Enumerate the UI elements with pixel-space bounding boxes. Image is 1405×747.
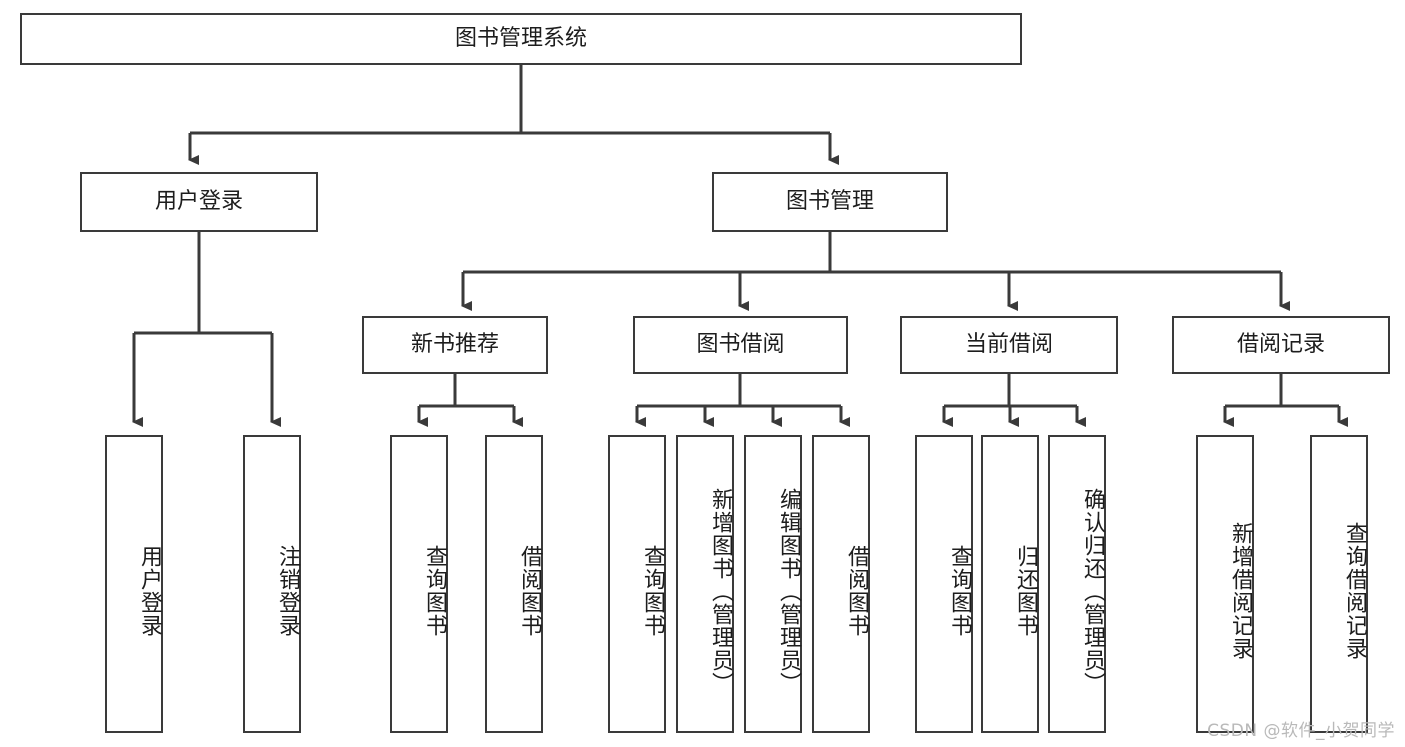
node-user-login[interactable]: 用户登录 bbox=[80, 172, 318, 232]
node-label: 当前借阅 bbox=[964, 331, 1053, 357]
node-root-system[interactable]: 图书管理系统 bbox=[20, 13, 1022, 65]
node-label: 查询图书 bbox=[422, 545, 447, 637]
node-label: 查询图书 bbox=[947, 545, 972, 637]
node-label: 借阅图书 bbox=[517, 545, 542, 637]
leaf-current-query-book[interactable]: 查询图书 bbox=[915, 435, 973, 733]
node-book-borrow[interactable]: 图书借阅 bbox=[633, 316, 848, 374]
leaf-borrow-query-book[interactable]: 查询图书 bbox=[608, 435, 666, 733]
node-label: 注销登录 bbox=[275, 545, 300, 637]
node-label: 查询图书 bbox=[640, 545, 665, 637]
leaf-user-login-login[interactable]: 用户登录 bbox=[105, 435, 163, 733]
node-label: 新增图书（管理员） bbox=[708, 487, 733, 695]
node-label: 图书管理系统 bbox=[454, 25, 587, 51]
node-label: 归还图书 bbox=[1013, 545, 1038, 637]
leaf-current-return-book[interactable]: 归还图书 bbox=[981, 435, 1039, 733]
node-label: 新书推荐 bbox=[410, 331, 499, 357]
node-label: 确认归还（管理员） bbox=[1080, 487, 1105, 695]
leaf-borrow-borrow-book[interactable]: 借阅图书 bbox=[812, 435, 870, 733]
node-label: 借阅记录 bbox=[1236, 331, 1325, 357]
node-book-management[interactable]: 图书管理 bbox=[712, 172, 948, 232]
leaf-new-book-borrow[interactable]: 借阅图书 bbox=[485, 435, 543, 733]
node-current-borrow[interactable]: 当前借阅 bbox=[900, 316, 1118, 374]
leaf-record-add[interactable]: 新增借阅记录 bbox=[1196, 435, 1254, 733]
node-borrow-record[interactable]: 借阅记录 bbox=[1172, 316, 1390, 374]
node-label: 用户登录 bbox=[137, 545, 162, 637]
watermark: CSDN @软件_小贺同学 bbox=[1207, 721, 1395, 741]
leaf-new-book-query[interactable]: 查询图书 bbox=[390, 435, 448, 733]
node-label: 用户登录 bbox=[154, 188, 243, 214]
node-label: 图书管理 bbox=[785, 188, 874, 214]
leaf-borrow-add-book[interactable]: 新增图书（管理员） bbox=[676, 435, 734, 733]
leaf-user-login-logout[interactable]: 注销登录 bbox=[243, 435, 301, 733]
node-label: 查询借阅记录 bbox=[1342, 522, 1367, 660]
node-label: 新增借阅记录 bbox=[1228, 522, 1253, 660]
leaf-current-confirm-return[interactable]: 确认归还（管理员） bbox=[1048, 435, 1106, 733]
node-new-book-recommend[interactable]: 新书推荐 bbox=[362, 316, 548, 374]
node-label: 图书借阅 bbox=[696, 331, 785, 357]
node-label: 编辑图书（管理员） bbox=[776, 487, 801, 695]
leaf-borrow-edit-book[interactable]: 编辑图书（管理员） bbox=[744, 435, 802, 733]
leaf-record-query[interactable]: 查询借阅记录 bbox=[1310, 435, 1368, 733]
node-label: 借阅图书 bbox=[844, 545, 869, 637]
